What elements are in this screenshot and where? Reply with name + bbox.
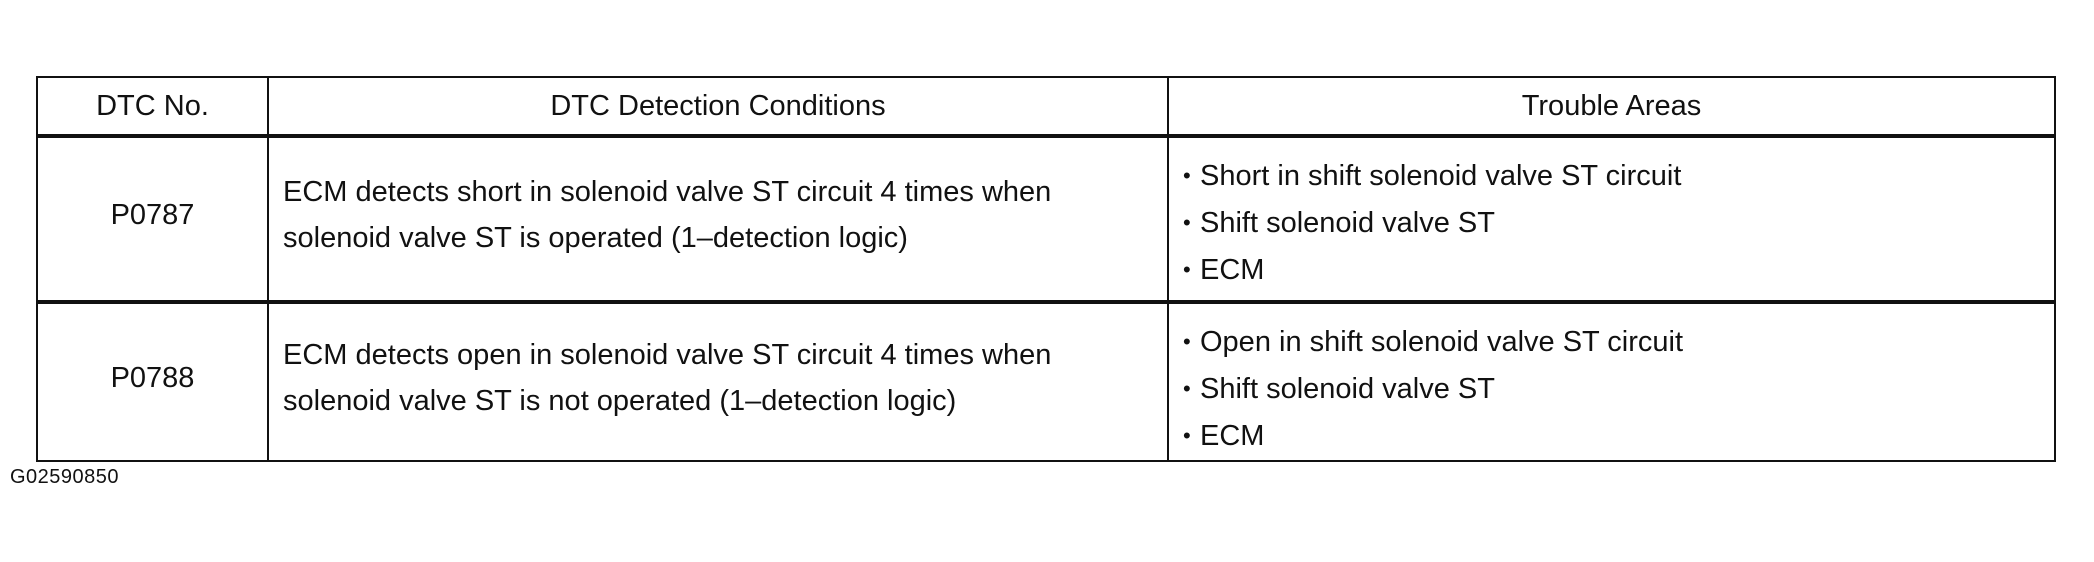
- trouble-area-text: Open in shift solenoid valve ST circuit: [1200, 326, 1684, 358]
- table-row: P0787 ECM detects short in solenoid valv…: [36, 135, 2056, 304]
- trouble-area-text: ECM: [1200, 254, 1265, 286]
- header-dtc-no: DTC No.: [36, 76, 269, 138]
- trouble-area-item: • Shift solenoid valve ST: [1183, 199, 2054, 246]
- trouble-area-list: • Open in shift solenoid valve ST circuit…: [1169, 304, 2054, 459]
- trouble-areas: • Short in shift solenoid valve ST circui…: [1167, 135, 2056, 304]
- header-trouble-areas: Trouble Areas: [1167, 76, 2056, 138]
- trouble-area-text: ECM: [1200, 420, 1265, 452]
- detection-conditions: ECM detects short in solenoid valve ST c…: [267, 135, 1169, 304]
- trouble-areas: • Open in shift solenoid valve ST circuit…: [1167, 301, 2056, 462]
- trouble-area-item: • ECM: [1183, 412, 2054, 459]
- table-header-row: DTC No. DTC Detection Conditions Trouble…: [36, 76, 2056, 138]
- trouble-area-text: Shift solenoid valve ST: [1200, 373, 1495, 405]
- trouble-area-item: • Shift solenoid valve ST: [1183, 365, 2054, 412]
- trouble-area-list: • Short in shift solenoid valve ST circui…: [1169, 138, 2054, 293]
- bullet-icon: •: [1183, 257, 1191, 282]
- trouble-area-text: Shift solenoid valve ST: [1200, 207, 1495, 239]
- dtc-table: DTC No. DTC Detection Conditions Trouble…: [36, 76, 2056, 462]
- trouble-area-item: • Open in shift solenoid valve ST circuit: [1183, 318, 2054, 365]
- dtc-code: P0788: [36, 301, 269, 462]
- trouble-area-text: Short in shift solenoid valve ST circuit: [1200, 160, 1682, 192]
- dtc-code: P0787: [36, 135, 269, 304]
- condition-line: ECM detects open in solenoid valve ST ci…: [283, 339, 1052, 371]
- condition-line: solenoid valve ST is operated (1–detecti…: [283, 222, 908, 254]
- condition-line: solenoid valve ST is not operated (1–det…: [283, 385, 957, 417]
- figure-code: G02590850: [10, 466, 120, 488]
- detection-conditions: ECM detects open in solenoid valve ST ci…: [267, 301, 1169, 462]
- header-detection-conditions: DTC Detection Conditions: [267, 76, 1169, 138]
- bullet-icon: •: [1183, 329, 1191, 354]
- bullet-icon: •: [1183, 210, 1191, 235]
- trouble-area-item: • Short in shift solenoid valve ST circui…: [1183, 152, 2054, 199]
- bullet-icon: •: [1183, 423, 1191, 448]
- bullet-icon: •: [1183, 376, 1191, 401]
- bullet-icon: •: [1183, 163, 1191, 188]
- table-row: P0788 ECM detects open in solenoid valve…: [36, 301, 2056, 462]
- condition-line: ECM detects short in solenoid valve ST c…: [283, 176, 1052, 208]
- trouble-area-item: • ECM: [1183, 246, 2054, 293]
